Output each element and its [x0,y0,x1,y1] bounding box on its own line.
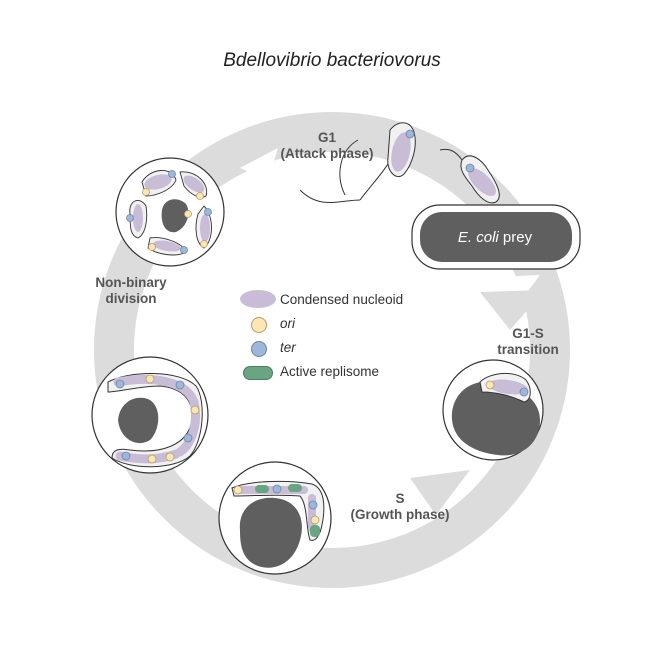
cycle-arrowhead-4 [410,470,470,515]
legend-label-nucleoid: Condensed nucleoid [280,292,404,307]
legend-label-ter: ter [280,340,296,355]
prey-species: E. coli [457,229,499,246]
prey-word: prey [502,229,533,246]
elongated-filament-bdelloplast [91,356,209,474]
phase-g1s-desc: transition [497,342,559,357]
phase-g1-desc: (Attack phase) [280,146,374,161]
attack-phase-cell-1 [299,122,416,203]
diagram-title: Bdellovibrio bacteriovorus [223,50,441,71]
replisome-swatch [243,366,273,380]
ter-swatch [251,341,267,357]
cycle-arrowhead-5 [240,148,278,180]
attack-phase-cell-2 [439,148,500,204]
s-phase-bdelloplast [218,461,332,575]
phase-label-division: Non-binary division [76,275,186,307]
phase-g1-name: G1 [317,130,336,145]
cycle-ring [94,112,570,588]
cycle-arrowhead-2 [480,290,545,330]
g1s-bdelloplast [442,359,544,461]
dividing-bdelloplast [115,157,225,267]
phase-label-g1: G1 (Attack phase) [262,130,392,162]
prey-label: E. coli prey [420,229,570,246]
phase-g1s-name: G1-S [512,326,544,341]
phase-s-desc: (Growth phase) [350,507,450,522]
legend-label-replisome: Active replisome [280,364,380,379]
nucleoid-swatch [240,290,276,308]
phase-label-g1s: G1-S transition [478,326,578,358]
phase-division-name: Non-binary [95,275,167,290]
legend-label-ori: ori [280,316,296,331]
ecoli-prey [411,204,581,270]
ori-swatch [251,317,267,333]
phase-division-desc: division [105,291,157,306]
phase-s-name: S [395,491,405,506]
phase-label-s: S (Growth phase) [330,491,470,523]
